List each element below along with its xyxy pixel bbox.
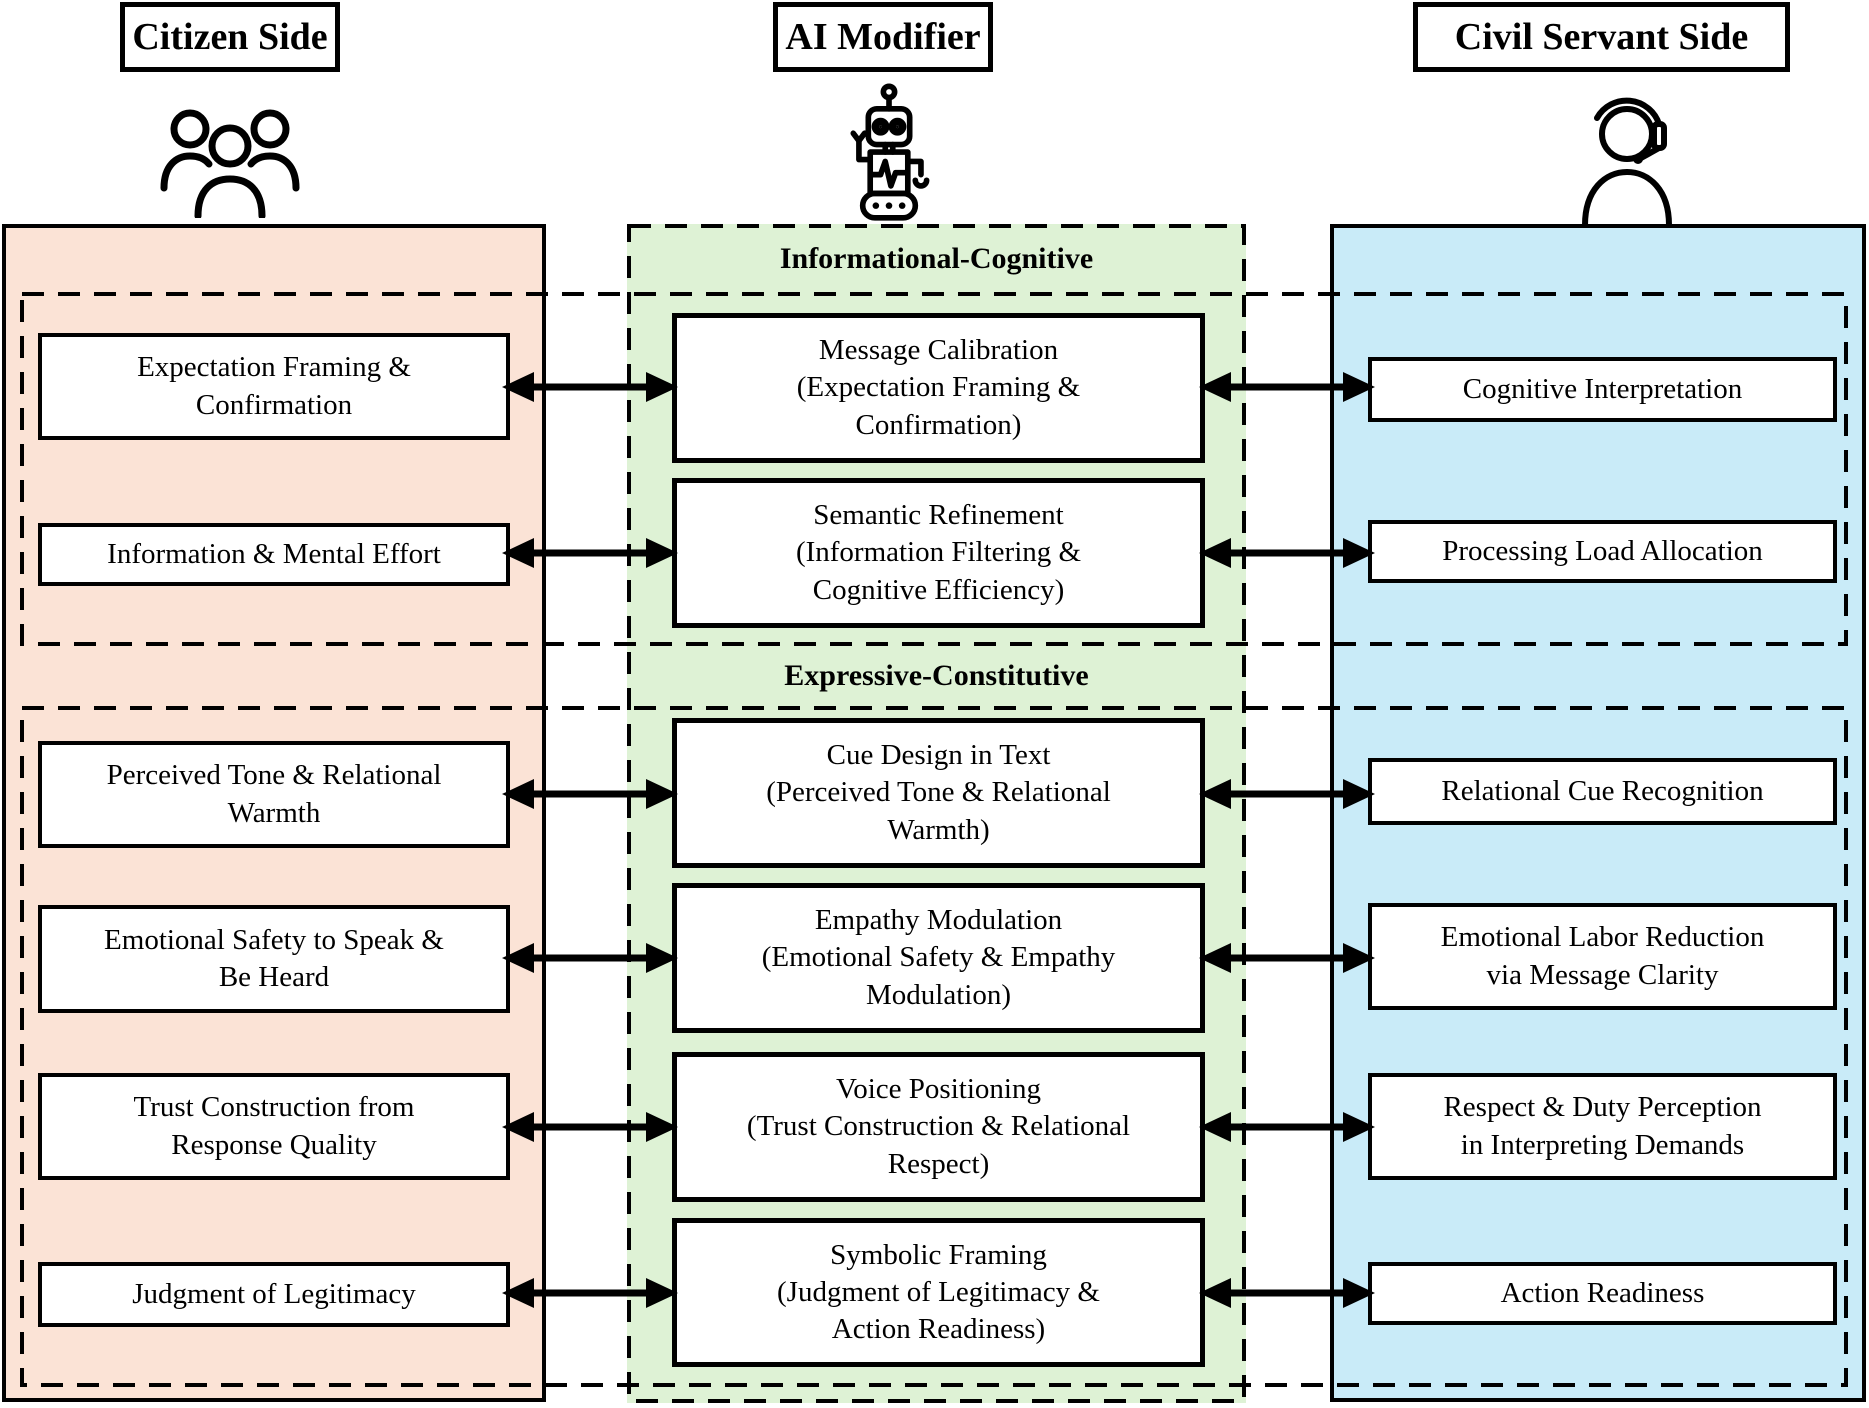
ai-box-empathy-modulation: Empathy Modulation (Emotional Safety & E… <box>672 883 1205 1033</box>
bidirectional-arrow <box>1199 943 1375 973</box>
civil-box-relational-cue: Relational Cue Recognition <box>1368 758 1837 825</box>
civil-servant-side-header: Civil Servant Side <box>1413 2 1790 72</box>
section-label-expressive-constitutive: Expressive-Constitutive <box>784 659 1089 692</box>
ai-box-voice-positioning: Voice Positioning (Trust Construction & … <box>672 1052 1205 1202</box>
bidirectional-arrow <box>502 538 678 568</box>
citizen-box-trust-construction: Trust Construction from Response Quality <box>38 1073 510 1180</box>
bidirectional-arrow <box>502 1278 678 1308</box>
ai-modifier-header: AI Modifier <box>773 2 993 72</box>
robot-icon <box>850 83 930 221</box>
citizen-box-information-mental-effort: Information & Mental Effort <box>38 523 510 586</box>
civil-box-respect-duty: Respect & Duty Perception in Interpretin… <box>1368 1073 1837 1180</box>
citizen-side-header: Citizen Side <box>120 2 340 72</box>
ai-box-symbolic-framing: Symbolic Framing (Judgment of Legitimacy… <box>672 1218 1205 1367</box>
bidirectional-arrow <box>1199 1278 1375 1308</box>
bidirectional-arrow <box>502 943 678 973</box>
bidirectional-arrow <box>502 372 678 402</box>
bidirectional-arrow <box>502 1112 678 1142</box>
bidirectional-arrow <box>1199 538 1375 568</box>
ai-box-semantic-refinement: Semantic Refinement (Information Filteri… <box>672 478 1205 628</box>
civil-box-processing-load: Processing Load Allocation <box>1368 520 1837 583</box>
citizen-box-judgment-legitimacy: Judgment of Legitimacy <box>38 1262 510 1327</box>
section-label-informational-cognitive: Informational-Cognitive <box>779 242 1094 275</box>
bidirectional-arrow <box>1199 779 1375 809</box>
headset-agent-icon <box>1582 97 1672 225</box>
citizen-box-emotional-safety: Emotional Safety to Speak & Be Heard <box>38 905 510 1013</box>
citizen-box-expectation-framing: Expectation Framing & Confirmation <box>38 333 510 440</box>
bidirectional-arrow <box>502 779 678 809</box>
civil-box-action-readiness: Action Readiness <box>1368 1262 1837 1325</box>
citizen-box-perceived-tone: Perceived Tone & Relational Warmth <box>38 741 510 848</box>
bidirectional-arrow <box>1199 372 1375 402</box>
civil-box-emotional-labor: Emotional Labor Reduction via Message Cl… <box>1368 903 1837 1010</box>
bidirectional-arrow <box>1199 1112 1375 1142</box>
people-group-icon <box>160 109 300 218</box>
ai-box-message-calibration: Message Calibration (Expectation Framing… <box>672 313 1205 463</box>
ai-box-cue-design: Cue Design in Text (Perceived Tone & Rel… <box>672 718 1205 868</box>
civil-box-cognitive-interpretation: Cognitive Interpretation <box>1368 357 1837 422</box>
